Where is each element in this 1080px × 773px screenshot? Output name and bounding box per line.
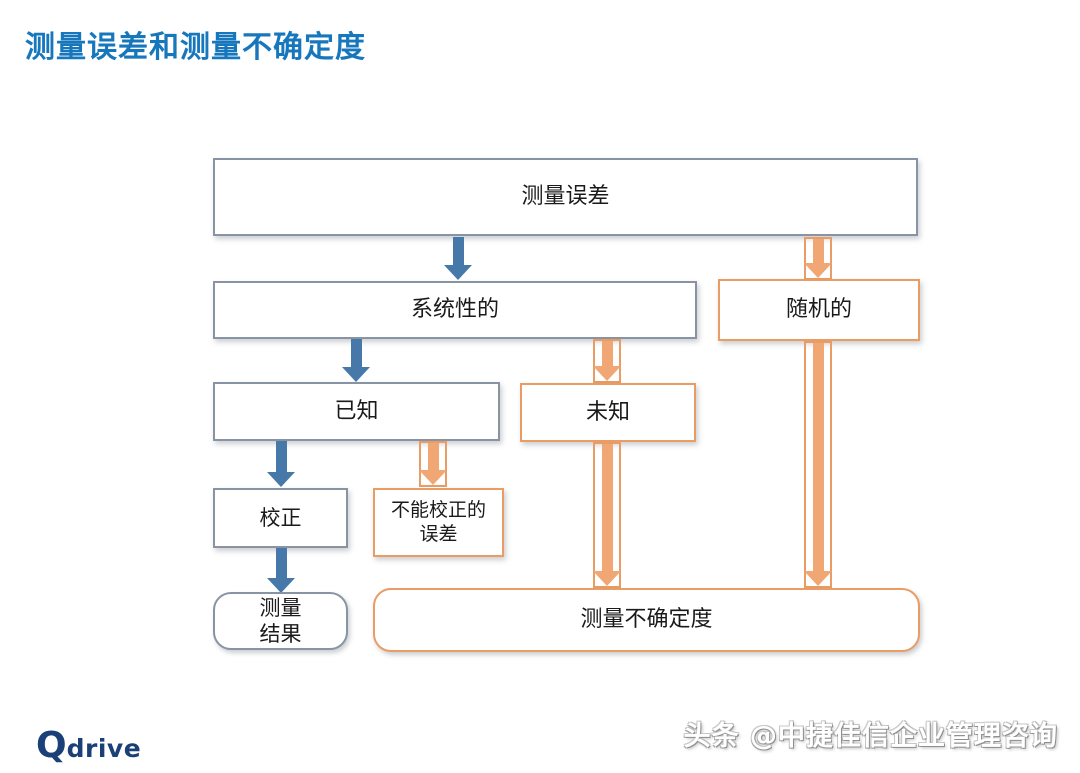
arrow-stem (452, 237, 464, 265)
node-uncorrectable-error-label: 不能校正的 误差 (390, 498, 486, 545)
arrow-head (804, 571, 832, 586)
node-measurement-error-label: 测量误差 (521, 184, 610, 210)
node-known: 已知 (213, 382, 500, 441)
node-uncorrectable-error: 不能校正的 误差 (373, 488, 504, 557)
arrow-head (593, 366, 621, 381)
arrow-random-to-uncertainty (804, 341, 832, 588)
arrow-head (342, 367, 370, 382)
arrow-known-to-correction (267, 441, 295, 487)
node-measurement-uncertainty: 测量不确定度 (373, 588, 920, 652)
arrow-head (267, 472, 295, 487)
node-measurement-result-label: 测量 结果 (259, 595, 302, 646)
node-systematic-label: 系统性的 (410, 297, 499, 323)
arrow-stem (275, 441, 287, 472)
arrow-head (267, 578, 295, 593)
node-random-label: 随机的 (785, 297, 852, 323)
arrow-stem (812, 343, 824, 571)
page-title: 测量误差和测量不确定度 (25, 30, 366, 65)
arrow-head (593, 571, 621, 586)
arrow-head (804, 263, 832, 278)
arrow-known-to-uncorrectable (419, 441, 447, 487)
qdrive-logo-q: Q (36, 725, 67, 766)
arrow-stem (601, 341, 613, 366)
node-correction: 校正 (213, 488, 348, 548)
node-correction-label: 校正 (259, 505, 302, 530)
arrow-head (444, 265, 472, 280)
arrow-stem (601, 444, 613, 571)
arrow-error-to-systematic (444, 237, 472, 280)
arrow-error-to-random (804, 237, 832, 280)
node-measurement-error: 测量误差 (213, 158, 918, 236)
node-measurement-result: 测量 结果 (213, 592, 348, 650)
arrow-stem (427, 443, 439, 470)
node-random: 随机的 (718, 279, 920, 341)
arrow-correction-to-result (267, 548, 295, 593)
arrow-stem (350, 339, 362, 367)
arrow-unknown-to-uncertainty (593, 442, 621, 588)
node-unknown: 未知 (520, 383, 696, 442)
node-unknown-label: 未知 (585, 399, 630, 425)
node-known-label: 已知 (334, 398, 379, 424)
arrow-systematic-to-known (342, 339, 370, 382)
arrow-stem (812, 239, 824, 263)
arrow-head (419, 470, 447, 485)
node-systematic: 系统性的 (213, 281, 697, 339)
node-measurement-uncertainty-label: 测量不确定度 (580, 607, 713, 633)
toutiao-watermark: 头条 @中捷佳信企业管理咨询 (683, 721, 1058, 752)
arrow-systematic-to-unknown (593, 339, 621, 383)
qdrive-logo-text: drive (66, 734, 142, 763)
arrow-stem (275, 548, 287, 578)
